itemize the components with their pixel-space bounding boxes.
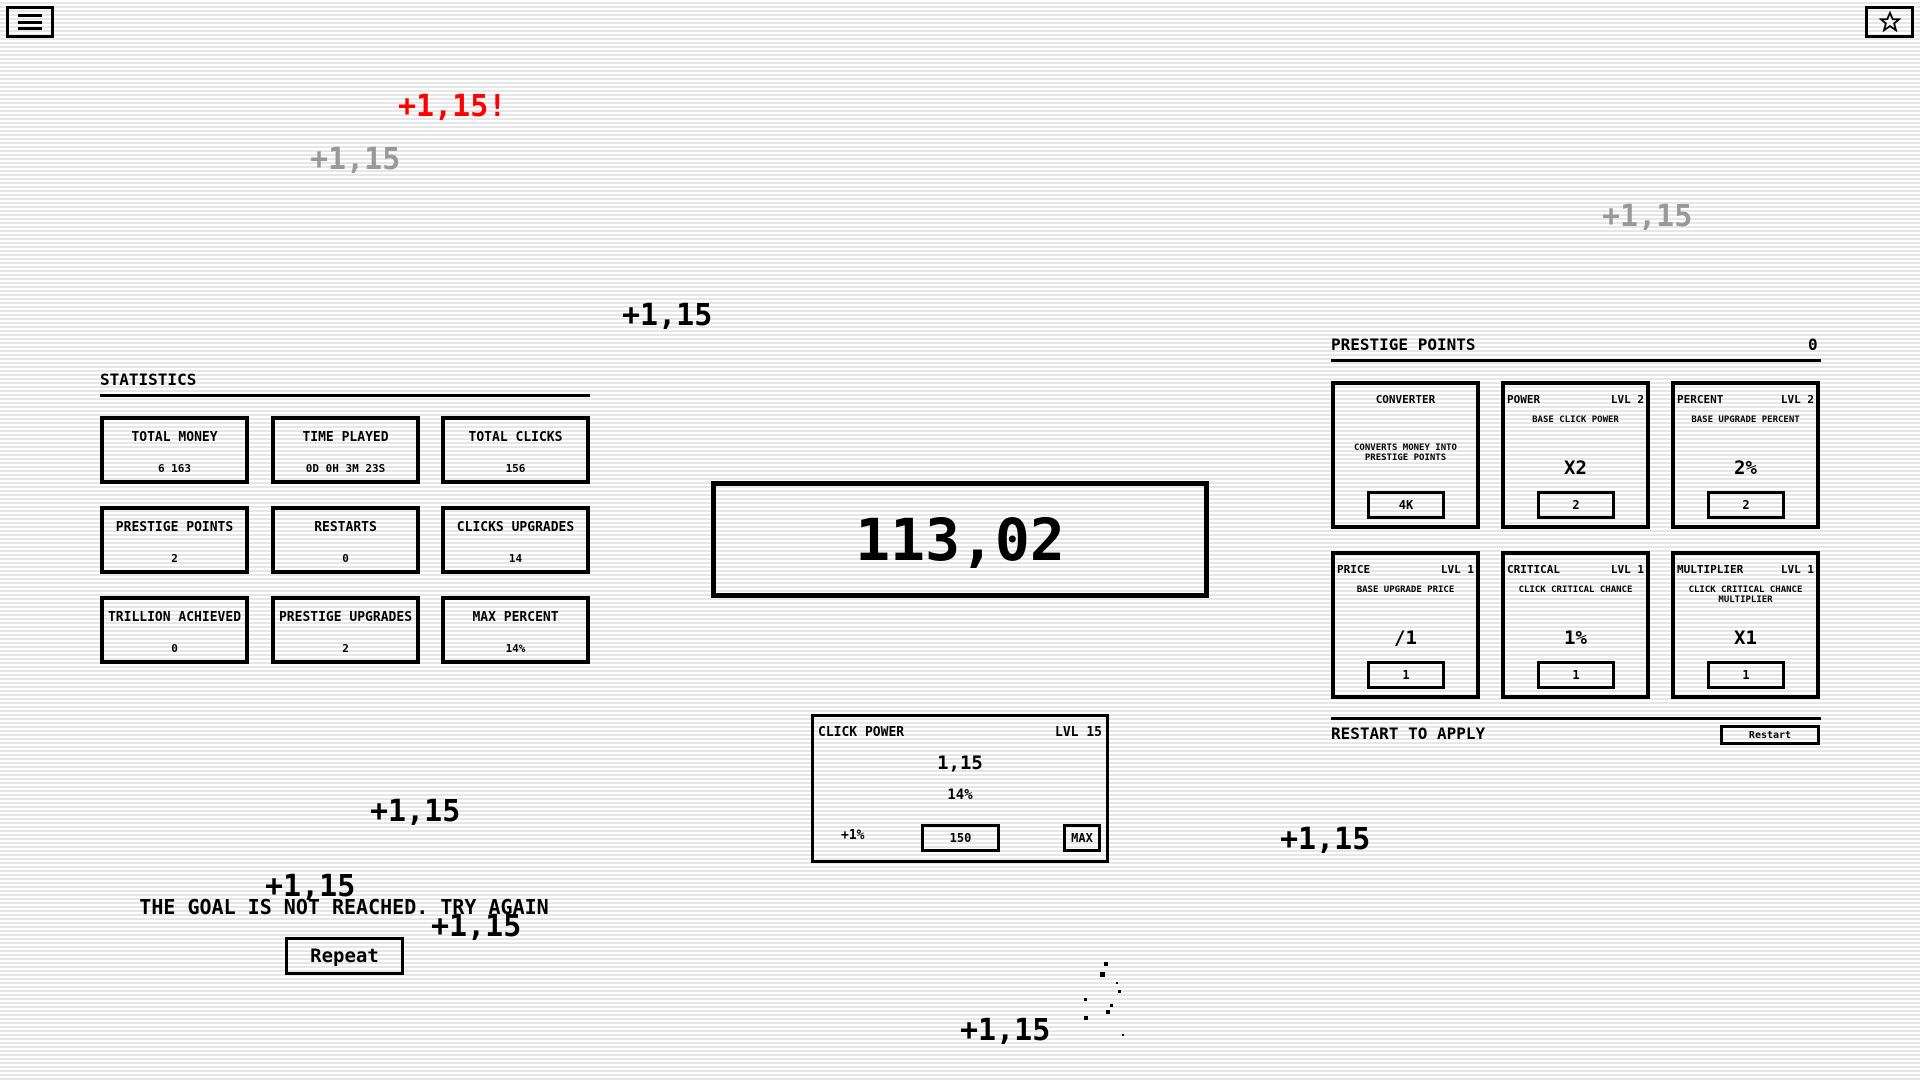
floating-gain: +1,15 bbox=[960, 1013, 1051, 1048]
stat-value: 0D 0H 3M 23S bbox=[305, 462, 386, 475]
upgrade-description: Base upgrade price bbox=[1356, 585, 1455, 595]
click-power-panel: Click power LVL 15 1,15 14% +1% 150 MAX bbox=[811, 714, 1109, 863]
prestige-upgrade-card: Critical LVL 1 Click critical chance 1% … bbox=[1501, 551, 1650, 699]
stat-card: Prestige upgrades 2 bbox=[271, 596, 420, 664]
upgrade-level: LVL 1 bbox=[1780, 563, 1814, 576]
upgrade-value: /1 bbox=[1394, 627, 1417, 649]
restart-button[interactable]: Restart bbox=[1720, 725, 1820, 745]
stat-value: 2 bbox=[171, 552, 178, 565]
stat-label: Prestige points bbox=[115, 520, 234, 535]
stat-label: Total clicks bbox=[468, 430, 563, 445]
buy-click-power-button[interactable]: 150 bbox=[921, 824, 1000, 852]
floating-gain: +1,15 bbox=[1280, 822, 1371, 857]
stat-value: 0 bbox=[171, 642, 178, 655]
floating-gain: +1,15 bbox=[310, 142, 401, 177]
buy-upgrade-button[interactable]: 2 bbox=[1707, 491, 1785, 519]
repeat-button[interactable]: Repeat bbox=[285, 937, 404, 975]
stat-value: 2 bbox=[342, 642, 349, 655]
floating-gain: +1,15 bbox=[431, 909, 522, 944]
upgrade-description: Click critical chance bbox=[1518, 585, 1633, 595]
upgrade-description: Converts money into prestige points bbox=[1354, 443, 1457, 463]
floating-gain: +1,15 bbox=[370, 794, 461, 829]
prestige-title: Prestige points bbox=[1331, 335, 1476, 354]
floating-gain: +1,15 bbox=[1602, 199, 1693, 234]
upgrade-level: LVL 2 bbox=[1610, 393, 1644, 406]
restart-note: Restart to apply bbox=[1331, 724, 1486, 743]
stat-card: Prestige points 2 bbox=[100, 506, 249, 574]
max-buy-button[interactable]: MAX bbox=[1063, 824, 1101, 852]
divider bbox=[100, 394, 590, 397]
stat-card: Clicks upgrades 14 bbox=[441, 506, 590, 574]
stat-label: Time played bbox=[302, 430, 389, 445]
upgrade-level: LVL 1 bbox=[1440, 563, 1474, 576]
stat-card: Total money 6 163 bbox=[100, 416, 249, 484]
prestige-upgrade-card: Price LVL 1 Base upgrade price /1 1 bbox=[1331, 551, 1480, 699]
prestige-upgrade-card: Power LVL 2 Base click power x2 2 bbox=[1501, 381, 1650, 529]
money-counter[interactable]: 113,02 bbox=[711, 481, 1209, 598]
stat-label: Clicks upgrades bbox=[456, 520, 575, 535]
upgrade-value: 2% bbox=[1734, 457, 1757, 479]
upgrade-value: x1 bbox=[1734, 627, 1757, 649]
prestige-upgrade-card: Percent LVL 2 Base upgrade percent 2% 2 bbox=[1671, 381, 1820, 529]
stat-card: Total clicks 156 bbox=[441, 416, 590, 484]
upgrade-value: x2 bbox=[1564, 457, 1587, 479]
click-power-level: LVL 15 bbox=[1055, 725, 1102, 740]
upgrade-level: LVL 2 bbox=[1780, 393, 1814, 406]
click-power-percent: 14% bbox=[947, 787, 973, 803]
statistics-title: Statistics bbox=[100, 370, 197, 389]
menu-button[interactable] bbox=[6, 6, 54, 38]
stat-card: Time played 0D 0H 3M 23S bbox=[271, 416, 420, 484]
floating-gain-critical: +1,15! bbox=[398, 89, 507, 124]
stat-value: 6 163 bbox=[157, 462, 192, 475]
click-power-title: Click power bbox=[818, 725, 905, 740]
favorite-button[interactable] bbox=[1865, 6, 1914, 38]
buy-upgrade-button[interactable]: 1 bbox=[1367, 661, 1445, 689]
upgrade-name: Price bbox=[1337, 563, 1371, 576]
buy-upgrade-button[interactable]: 2 bbox=[1537, 491, 1615, 519]
stat-value: 14% bbox=[505, 642, 526, 655]
upgrade-description: Click critical chance multiplier bbox=[1688, 585, 1803, 605]
upgrade-name: Percent bbox=[1677, 393, 1724, 406]
upgrade-name: Critical bbox=[1507, 563, 1560, 576]
stat-label: Prestige upgrades bbox=[278, 610, 413, 625]
upgrade-name: Multiplier bbox=[1677, 563, 1744, 576]
upgrade-description: Base upgrade percent bbox=[1691, 415, 1800, 425]
buy-upgrade-button[interactable]: 1 bbox=[1537, 661, 1615, 689]
upgrade-name: Power bbox=[1507, 393, 1541, 406]
prestige-upgrade-card: Converter Converts money into prestige p… bbox=[1331, 381, 1480, 529]
stat-label: Restarts bbox=[314, 520, 377, 535]
stat-label: Total money bbox=[131, 430, 218, 445]
floating-gain: +1,15 bbox=[265, 869, 356, 904]
stat-value: 0 bbox=[342, 552, 349, 565]
money-value: 113,02 bbox=[855, 505, 1065, 574]
upgrade-name: Converter bbox=[1375, 393, 1436, 406]
star-icon bbox=[1878, 11, 1901, 33]
divider bbox=[1331, 359, 1821, 362]
floating-gain: +1,15 bbox=[622, 298, 713, 333]
click-power-value: 1,15 bbox=[937, 752, 983, 774]
upgrade-value: 1% bbox=[1564, 627, 1587, 649]
hamburger-menu-icon bbox=[18, 14, 42, 30]
upgrade-level: LVL 1 bbox=[1610, 563, 1644, 576]
buy-upgrade-button[interactable]: 1 bbox=[1707, 661, 1785, 689]
stat-card: Trillion achieved 0 bbox=[100, 596, 249, 664]
stat-card: Max percent 14% bbox=[441, 596, 590, 664]
stat-value: 14 bbox=[508, 552, 523, 565]
upgrade-increment: +1% bbox=[841, 828, 865, 843]
upgrade-description: Base click power bbox=[1532, 415, 1619, 425]
stat-card: Restarts 0 bbox=[271, 506, 420, 574]
divider bbox=[1331, 717, 1821, 720]
prestige-points-value: 0 bbox=[1808, 335, 1818, 354]
goal-message: The goal is not reached. Try again bbox=[139, 895, 549, 919]
stat-value: 156 bbox=[505, 462, 526, 475]
click-particles bbox=[1084, 962, 1124, 1036]
prestige-upgrade-card: Multiplier LVL 1 Click critical chance m… bbox=[1671, 551, 1820, 699]
stat-label: Trillion achieved bbox=[107, 610, 242, 625]
stat-label: Max percent bbox=[472, 610, 559, 625]
buy-upgrade-button[interactable]: 4K bbox=[1367, 491, 1445, 519]
